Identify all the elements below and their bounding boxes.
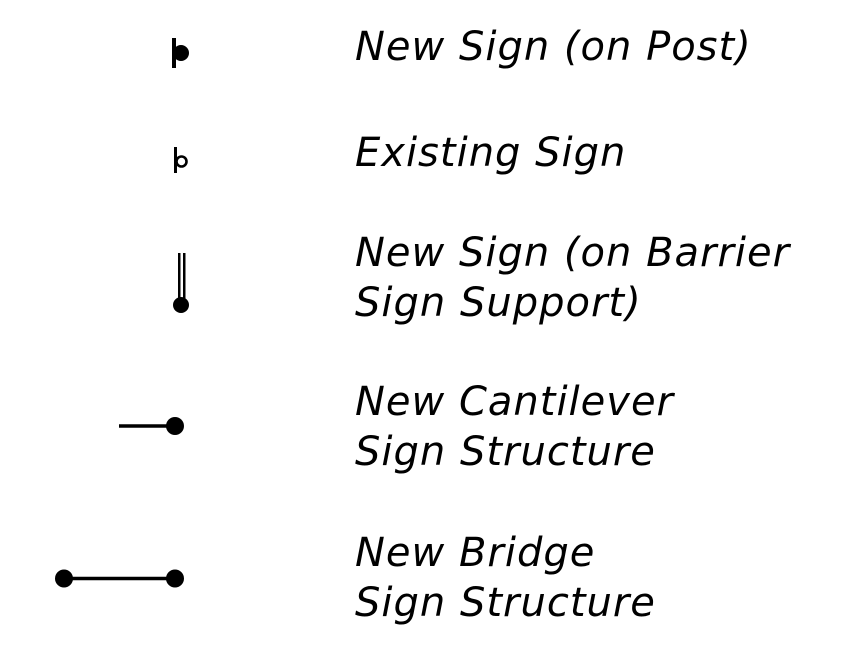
label-line: Sign Structure (355, 429, 656, 475)
legend-label-cantilever: New Cantilever Sign Structure (355, 377, 674, 477)
new-sign-on-post-icon (172, 38, 189, 68)
label-line: New Cantilever (355, 379, 674, 425)
legend-row-new-sign-barrier: New Sign (on Barrier Sign Support) (0, 220, 862, 330)
label-line: New Sign (on Barrier (355, 230, 791, 276)
label-line: New Sign (on Post) (355, 24, 752, 70)
legend-row-bridge: New Bridge Sign Structure (0, 525, 862, 632)
legend-row-existing-sign: Existing Sign (0, 100, 862, 200)
legend-row-new-sign-post: New Sign (on Post) (0, 0, 862, 100)
label-line: Sign Structure (355, 580, 656, 626)
label-line: New Bridge (355, 530, 596, 576)
new-cantilever-sign-icon (119, 417, 184, 435)
sign-legend: New Sign (on Post) Existing Sign New Sig… (0, 0, 862, 632)
existing-sign-icon (174, 147, 188, 173)
new-bridge-sign-icon (55, 569, 184, 588)
new-sign-barrier-support-icon (173, 253, 189, 313)
legend-row-cantilever: New Cantilever Sign Structure (0, 375, 862, 485)
label-line: Existing Sign (355, 130, 627, 176)
legend-label-new-sign-barrier: New Sign (on Barrier Sign Support) (355, 228, 790, 328)
legend-label-existing-sign: Existing Sign (355, 128, 626, 178)
legend-label-new-sign-post: New Sign (on Post) (355, 22, 752, 72)
legend-label-bridge: New Bridge Sign Structure (355, 528, 656, 628)
label-line: Sign Support) (355, 280, 642, 326)
